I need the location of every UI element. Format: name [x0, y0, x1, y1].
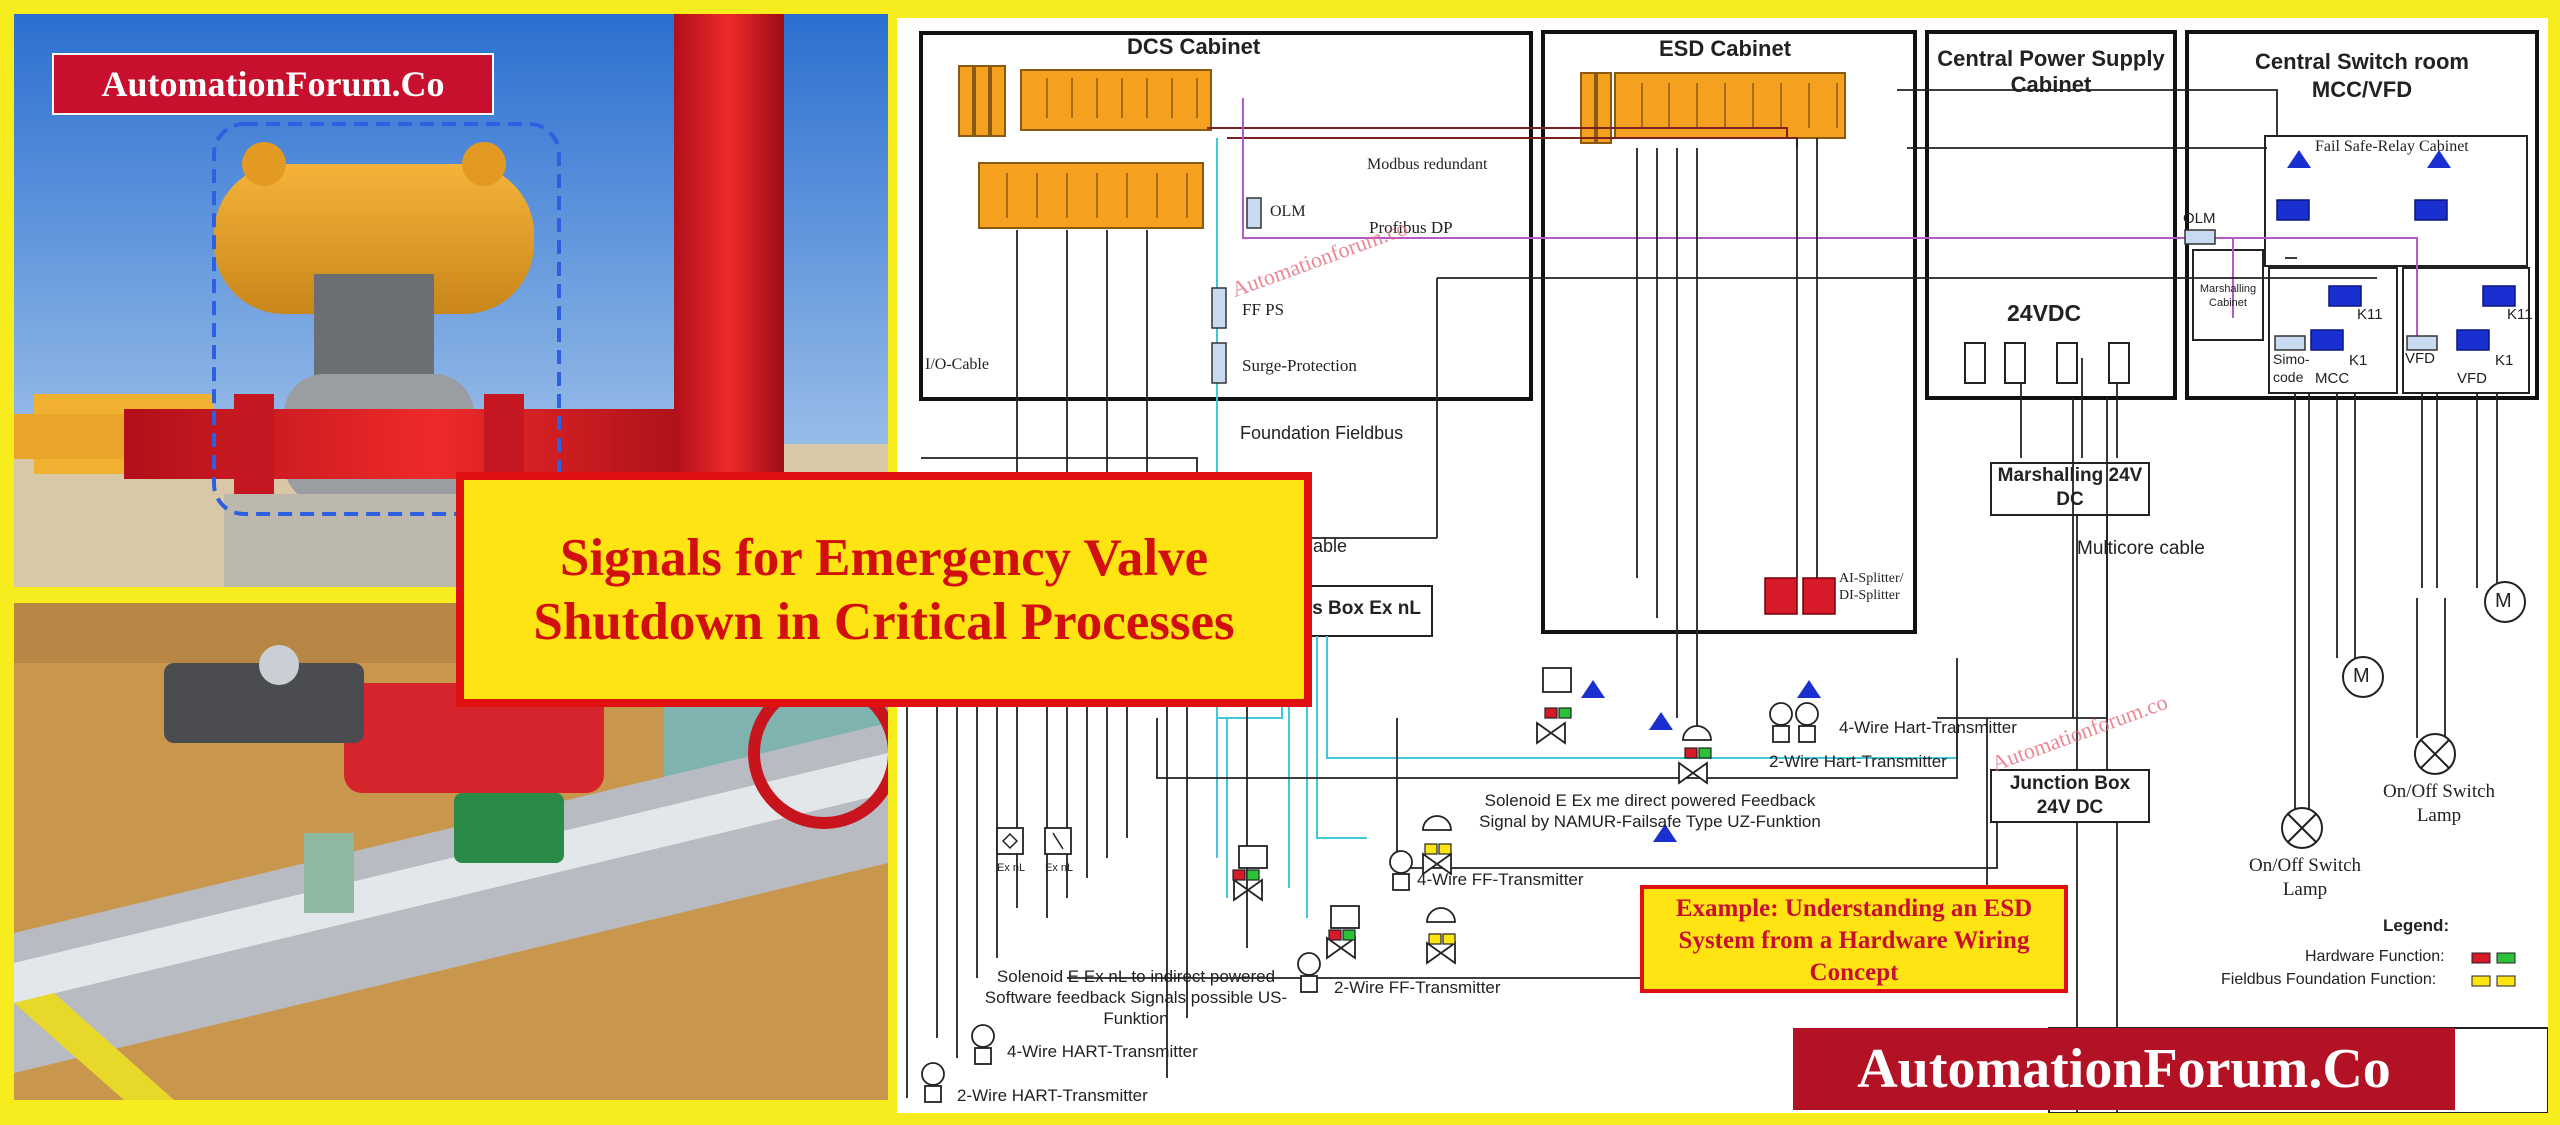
power-cabinet-frame — [1925, 30, 2177, 400]
marshalling-24-label: Marshalling 24V DC — [1997, 465, 2143, 510]
four-wire-hart-label: 4-Wire HART-Transmitter — [1007, 1042, 1198, 1061]
two-wire-ff-label: 2-Wire FF-Transmitter — [1334, 978, 1501, 997]
onoff-lamp-label-2: On/Off Switch Lamp — [2248, 855, 2362, 900]
vfd-small-label: VFD — [2405, 350, 2435, 367]
modbus-label: Modbus redundant — [1367, 156, 1488, 173]
esd-modules — [1580, 72, 1846, 144]
failsafe-relay-label: Fail Safe-Relay Cabinet — [2315, 138, 2469, 155]
esd-cabinet-frame — [1541, 30, 1917, 634]
brand-logo-top[interactable]: AutomationForum.Co — [52, 53, 494, 115]
k1-label-b: K1 — [2495, 352, 2514, 369]
valve-symbols — [1233, 667, 1712, 965]
legend-label: Legend: — [2383, 916, 2450, 935]
vfd-label: VFD — [2457, 370, 2487, 387]
marshalling-cabinet-label: Marshalling Cabinet — [2199, 283, 2257, 309]
olm2-label: OLM — [2183, 210, 2216, 227]
junction-ex-label: bus Box Ex nL — [1289, 598, 1421, 619]
dcs-cabinet-label: DCS Cabinet — [1127, 34, 1261, 59]
ff-bus-label: Foundation Fieldbus — [1240, 423, 1404, 443]
brand-logo-bottom[interactable]: AutomationForum.Co — [1793, 1028, 2455, 1110]
multicore-label: Multicore cable — [2077, 538, 2205, 559]
example-caption: Example: Understanding an ESD System fro… — [1640, 885, 2068, 993]
olm-label: OLM — [1270, 203, 1306, 220]
switch-room-label: Central Switch room MCC/VFD — [2255, 49, 2469, 102]
hw-function-label: Hardware Function: — [2305, 948, 2445, 965]
cable-fragment-label: able — [1313, 536, 1348, 556]
four-wire-hart-t-label: 4-Wire Hart-Transmitter — [1839, 718, 2017, 737]
ff-function-label: Fieldbus Foundation Function: — [2221, 971, 2437, 988]
dcs-cabinet-frame — [919, 31, 1533, 401]
junction-24-label: Junction Box 24V DC — [2009, 773, 2131, 818]
switch-room-frame — [2185, 30, 2539, 400]
relay-coils — [2276, 199, 2516, 351]
profibus-label: Profibus DP — [1369, 218, 1453, 237]
io-cable-label: I/O-Cable — [925, 356, 989, 373]
exnl-label-1: Ex nL — [997, 862, 1026, 874]
k1-label-a: K1 — [2349, 352, 2368, 369]
transmitter-symbols — [921, 702, 1819, 1103]
vdc-label: 24VDC — [2007, 300, 2082, 326]
k11-label-b: K11 — [2507, 306, 2533, 323]
two-wire-hart-t-label: 2-Wire Hart-Transmitter — [1769, 752, 1947, 771]
onoff-lamp-label-1: On/Off Switch Lamp — [2382, 781, 2496, 826]
simocode-label: Simo- code — [2273, 351, 2310, 385]
esd-cabinet-label: ESD Cabinet — [1659, 36, 1792, 61]
mcc-label: MCC — [2315, 370, 2350, 387]
four-wire-ff-label: 4-Wire FF-Transmitter — [1417, 870, 1584, 889]
surge-label: Surge-Protection — [1242, 356, 1357, 375]
motor-label-2: M — [2353, 665, 2370, 687]
exnl-label-2: Ex nL — [1045, 862, 1074, 874]
ai-splitter-label: AI-Splitter/ DI-Splitter — [1839, 571, 1904, 603]
ffps-label: FF PS — [1242, 300, 1285, 319]
power-cabinet-label: Central Power Supply Cabinet — [1937, 46, 2165, 97]
solenoid-indirect-label: Solenoid E Ex nL to indirect powered Sof… — [984, 967, 1288, 1028]
motor-label-1: M — [2495, 590, 2512, 612]
dcs-modules — [958, 65, 1212, 229]
k11-label-a: K11 — [2357, 306, 2383, 323]
two-wire-hart-label: 2-Wire HART-Transmitter — [957, 1086, 1148, 1105]
solenoid-direct-label: Solenoid E Ex me direct powered Feedback… — [1479, 791, 1821, 831]
page-title: Signals for Emergency Valve Shutdown in … — [456, 472, 1312, 707]
